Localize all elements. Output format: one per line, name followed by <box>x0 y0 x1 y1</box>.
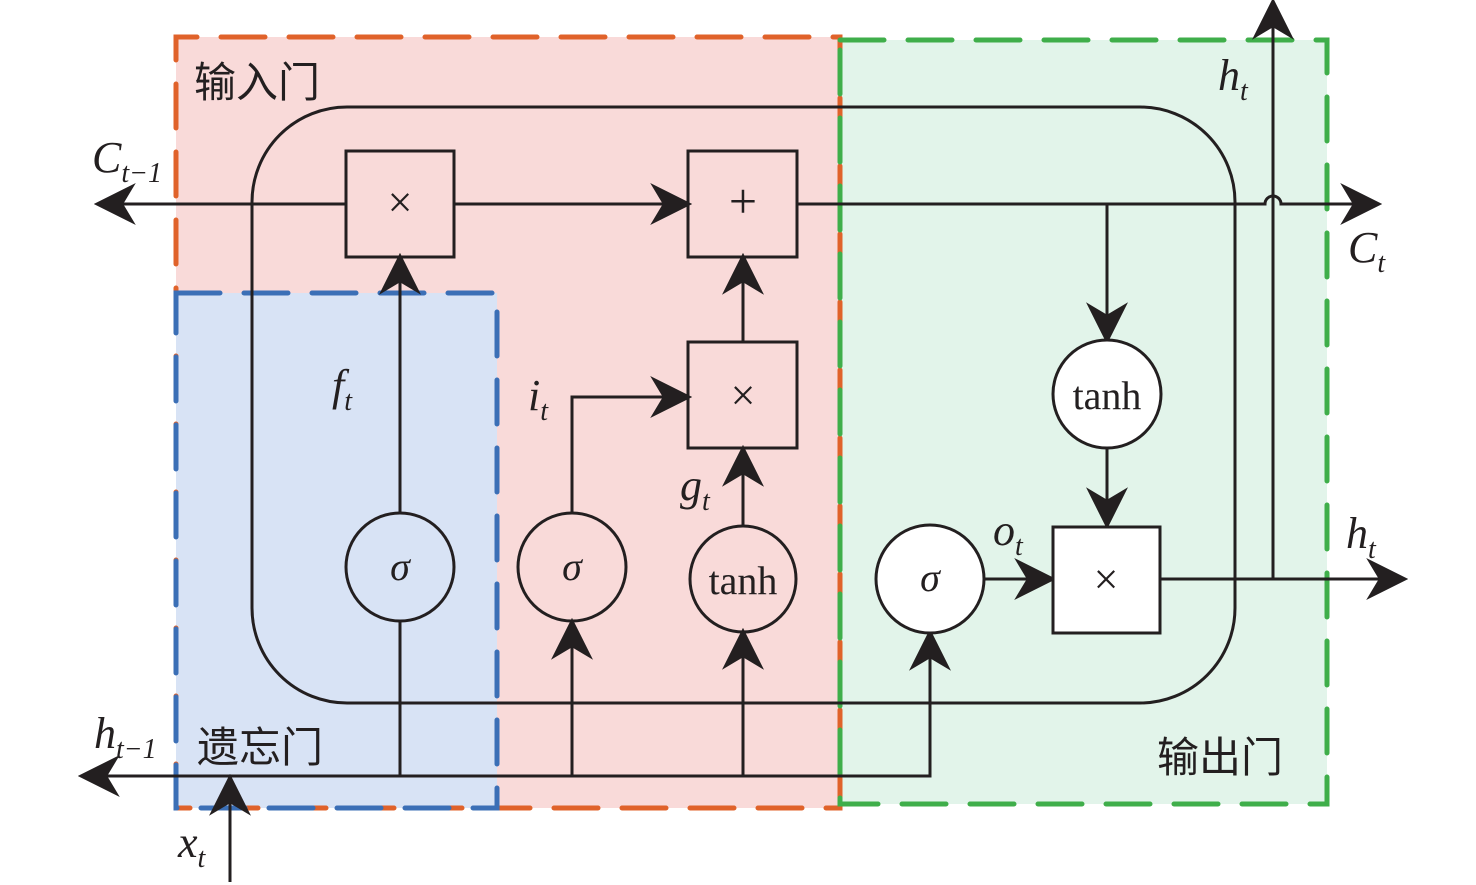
output-sigma-node <box>874 523 986 635</box>
output-multiply-node <box>1051 525 1162 635</box>
candidate-tanh-symbol: tanh <box>709 558 778 603</box>
forget-gate-region <box>176 293 497 808</box>
input-sigma-node <box>516 511 628 623</box>
input-gate-output-label: it <box>528 371 549 427</box>
cell-tanh-symbol: tanh <box>1073 373 1142 418</box>
forget-sigma-symbol: σ <box>390 544 411 589</box>
input-gate-label: 输入门 <box>194 58 320 107</box>
candidate-tanh-node <box>688 524 798 634</box>
output-gate-border <box>837 37 1330 807</box>
c-next-label: Ct <box>1348 223 1386 279</box>
cell-add-symbol: + <box>729 173 757 229</box>
input-gate-signal-line <box>570 376 693 513</box>
forget-multiply-node <box>344 149 456 259</box>
candidate-output-label: gt <box>680 461 711 517</box>
h-out-label: ht <box>1346 509 1377 565</box>
output-sigma-symbol: σ <box>920 555 941 600</box>
x-input-label: xt <box>177 818 207 874</box>
input-multiply-node <box>686 340 799 450</box>
c-prev-label: Ct−1 <box>92 133 162 189</box>
h-prev-label: ht−1 <box>94 709 157 765</box>
forget-multiply-symbol: × <box>388 178 413 227</box>
cell-tanh-node <box>1051 338 1163 450</box>
output-gate-output-label: ot <box>993 506 1024 562</box>
output-multiply-symbol: × <box>1094 555 1119 604</box>
input-multiply-symbol: × <box>731 371 756 420</box>
h-top-label: ht <box>1218 51 1249 107</box>
forget-sigma-node <box>344 511 456 623</box>
forget-gate-label: 遗忘门 <box>197 723 323 772</box>
cell-add-node <box>686 149 799 259</box>
output-gate-label: 输出门 <box>1157 733 1283 782</box>
input-sigma-symbol: σ <box>562 544 583 589</box>
output-sigma-feed <box>230 628 951 778</box>
